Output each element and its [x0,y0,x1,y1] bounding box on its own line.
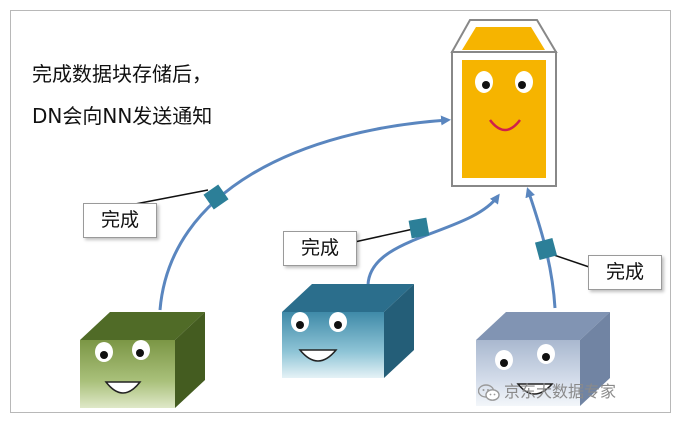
callout-line-middle [349,227,419,244]
arrow-left-to-namenode [158,115,451,311]
datanode-left [80,312,205,408]
caption-line-2: DN会向NN发送通知 [32,104,213,128]
marker-left [203,184,229,210]
done-label-right: 完成 [588,255,662,290]
datanode-right [476,312,610,406]
done-label-middle: 完成 [283,231,357,266]
caption-line-1: 完成数据块存储后， [32,62,212,86]
done-label-left: 完成 [83,203,157,238]
namenode-server [450,19,558,187]
marker-middle [408,217,430,239]
watermark: 京东大数据专家 [477,378,617,402]
wechat-icon [477,383,500,402]
watermark-text: 京东大数据专家 [504,382,617,401]
callout-line-left [129,189,209,206]
marker-right [534,237,558,261]
arrow-middle-to-namenode [366,193,500,286]
datanode-middle [282,284,414,378]
